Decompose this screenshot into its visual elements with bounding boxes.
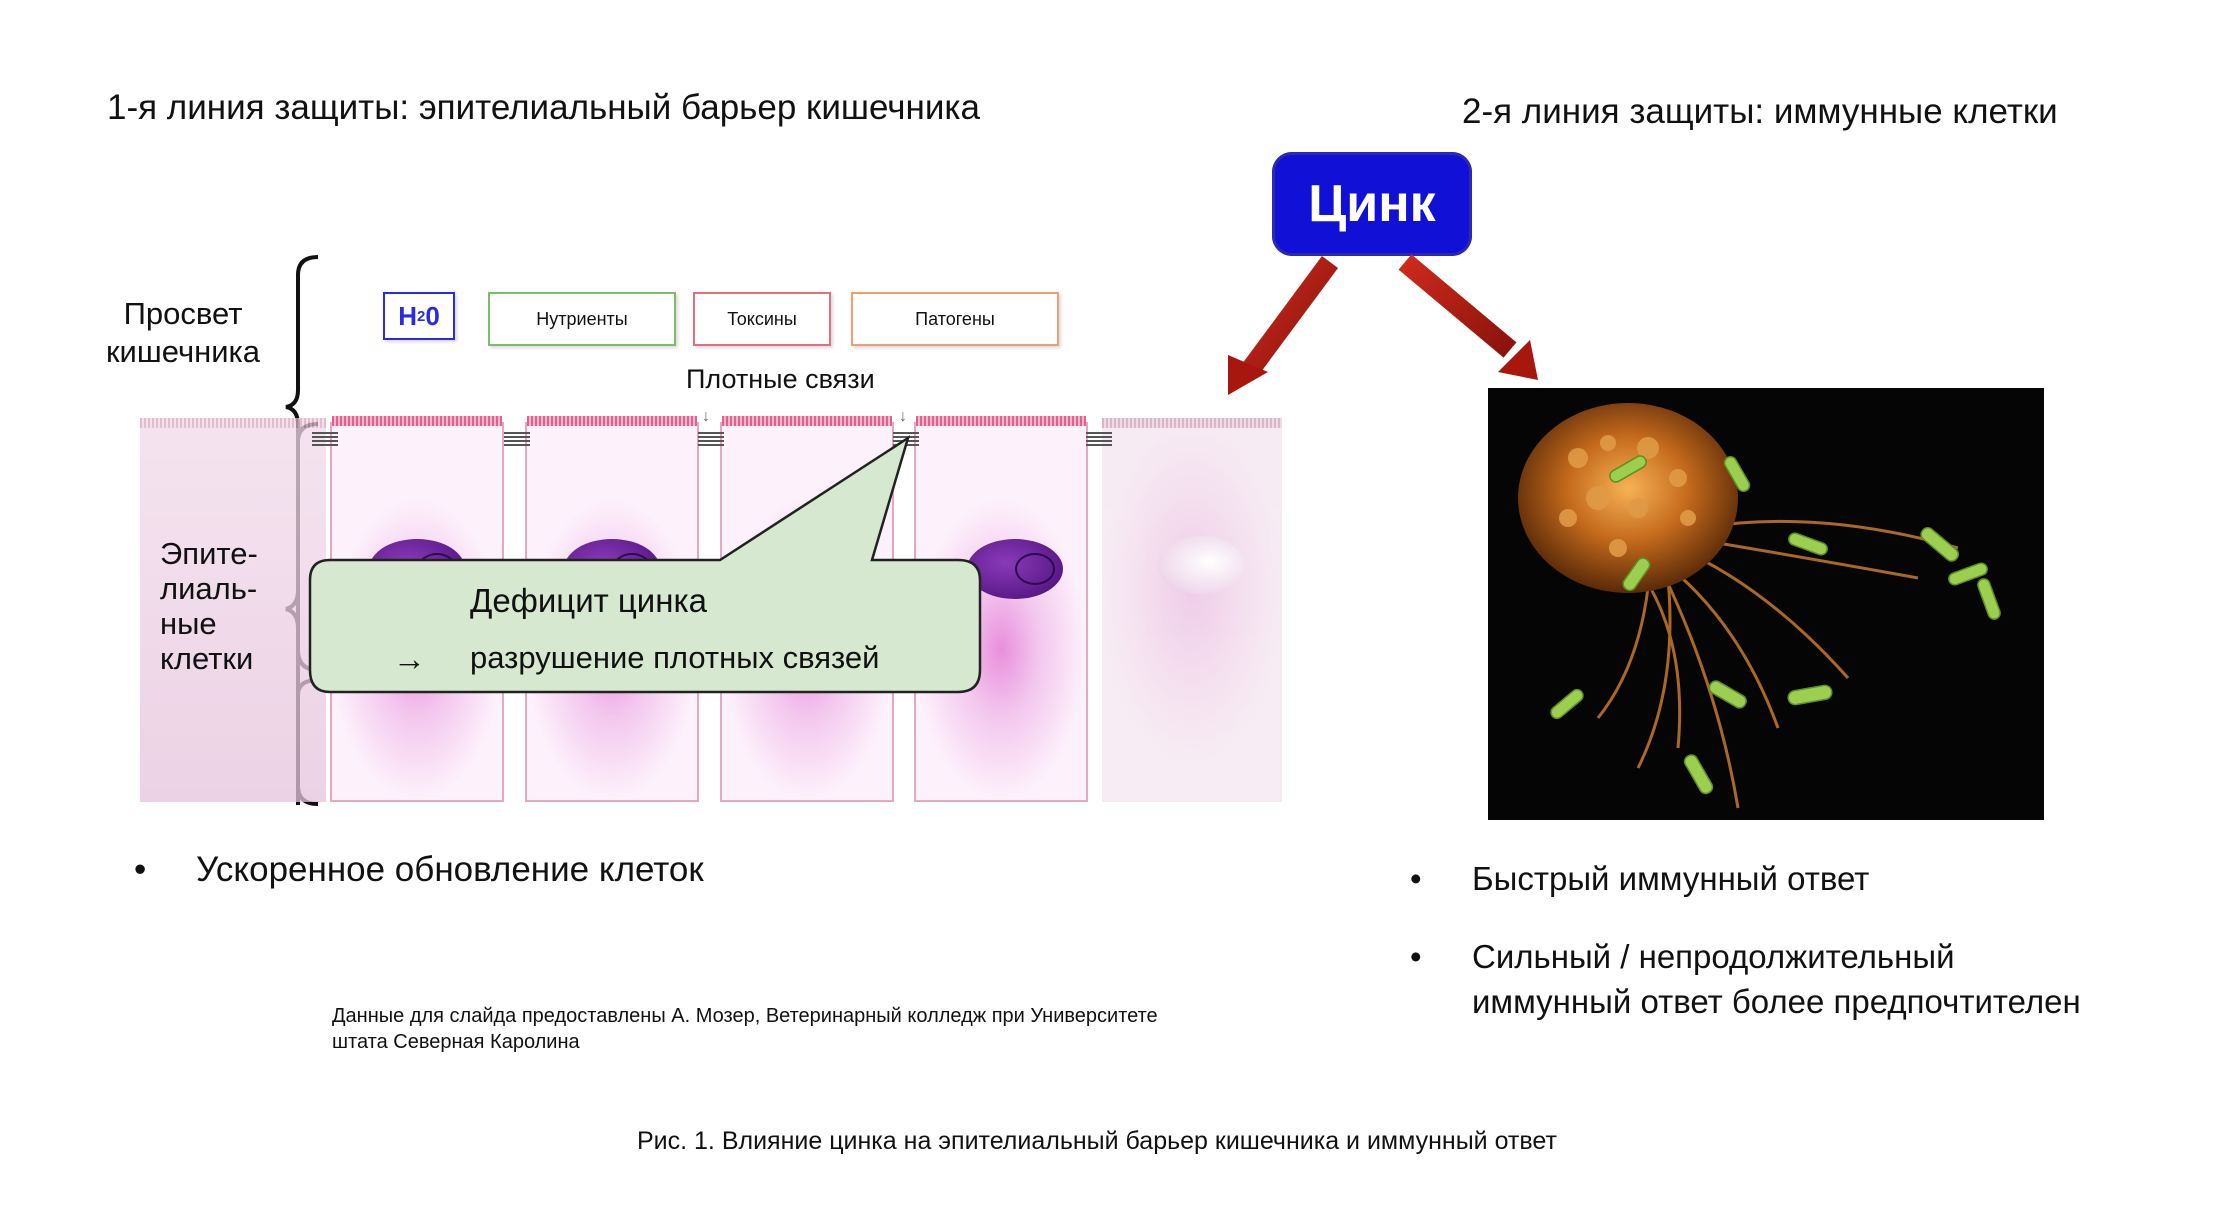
deficiency-callout	[308, 435, 982, 694]
toxins-box: Токсины	[693, 292, 831, 346]
tight-junction	[504, 432, 530, 446]
nutrients-box: Нутриенты	[488, 292, 676, 346]
pathogens-box: Патогены	[851, 292, 1059, 346]
figure-caption: Рис. 1. Влияние цинка на эпителиальный б…	[637, 1127, 1557, 1155]
nutrients-label: Нутриенты	[536, 308, 628, 329]
macrophage-illustration	[1518, 403, 2001, 809]
faded-cell-right	[1102, 418, 1282, 802]
footnote-line: штата Северная Каролина	[332, 1031, 580, 1053]
macrophage-image	[1488, 388, 2044, 820]
nucleus	[966, 539, 1063, 599]
left-bullet-item: • Ускоренное обновление клеток	[134, 850, 704, 890]
zinc-label: Цинк	[1308, 175, 1436, 233]
arrow-to-epithelium	[1228, 256, 1339, 395]
tight-junction	[1086, 432, 1112, 446]
source-footnote: Данные для слайда предоставлены А. Мозер…	[332, 1003, 1158, 1055]
bacteria	[1550, 455, 2001, 795]
right-bullet-text: Сильный / непродолжительный	[1472, 938, 1955, 975]
lumen-label: Просвет кишечника	[105, 296, 261, 369]
epithelial-label-line: клетки	[160, 641, 254, 676]
epithelial-label-line: Эпите-	[160, 536, 258, 571]
water-main: H	[398, 300, 417, 331]
macrophage-body	[1518, 403, 1738, 593]
zinc-box: Цинк	[1272, 152, 1472, 256]
tight-junction	[312, 432, 338, 446]
bullet-glyph: •	[1410, 860, 1422, 897]
second-line-heading: 2-я линия защиты: иммунные клетки	[1462, 92, 2058, 131]
tight-junctions-label: Плотные связи	[686, 364, 875, 394]
callout-line-1: Дефицит цинка	[470, 582, 707, 619]
faded-cell-left	[140, 418, 326, 802]
callout-line-2: разрушение плотных связей	[470, 640, 880, 675]
pathogens-label: Патогены	[915, 308, 995, 329]
macrophage-texture	[1559, 435, 1696, 557]
junction-arrow-1: ↓	[702, 408, 710, 425]
bullet-glyph: •	[1410, 938, 1422, 975]
callout-arrow: →	[393, 640, 426, 677]
right-bullet-text: Быстрый иммунный ответ	[1472, 860, 1870, 897]
epithelial-label-line: ные	[160, 606, 217, 641]
footnote-line: Данные для слайда предоставлены А. Мозер…	[332, 1005, 1158, 1027]
toxins-label: Токсины	[727, 308, 797, 329]
epithelial-label: Эпите- лиаль- ные клетки	[160, 536, 258, 676]
tight-junction	[698, 432, 724, 446]
arrow-to-immune-cell	[1398, 254, 1538, 380]
epithelial-label-line: лиаль-	[160, 571, 258, 606]
first-line-heading: 1-я линия защиты: эпителиальный барьер к…	[107, 88, 980, 127]
right-bullet-continuation: иммунный ответ более предпочтителен	[1472, 983, 2081, 1020]
faded-nucleus	[1158, 536, 1244, 594]
left-bullet-text: Ускоренное обновление клеток	[196, 850, 704, 889]
bullet-glyph: •	[134, 850, 147, 889]
right-bullet-item-2: • Сильный / непродолжительный	[1410, 938, 1955, 976]
water-sub: 2	[416, 307, 426, 325]
right-bullet-item-1: • Быстрый иммунный ответ	[1410, 860, 1869, 898]
water-tail: 0	[425, 300, 440, 331]
junction-arrow-2: ↓	[899, 408, 907, 425]
